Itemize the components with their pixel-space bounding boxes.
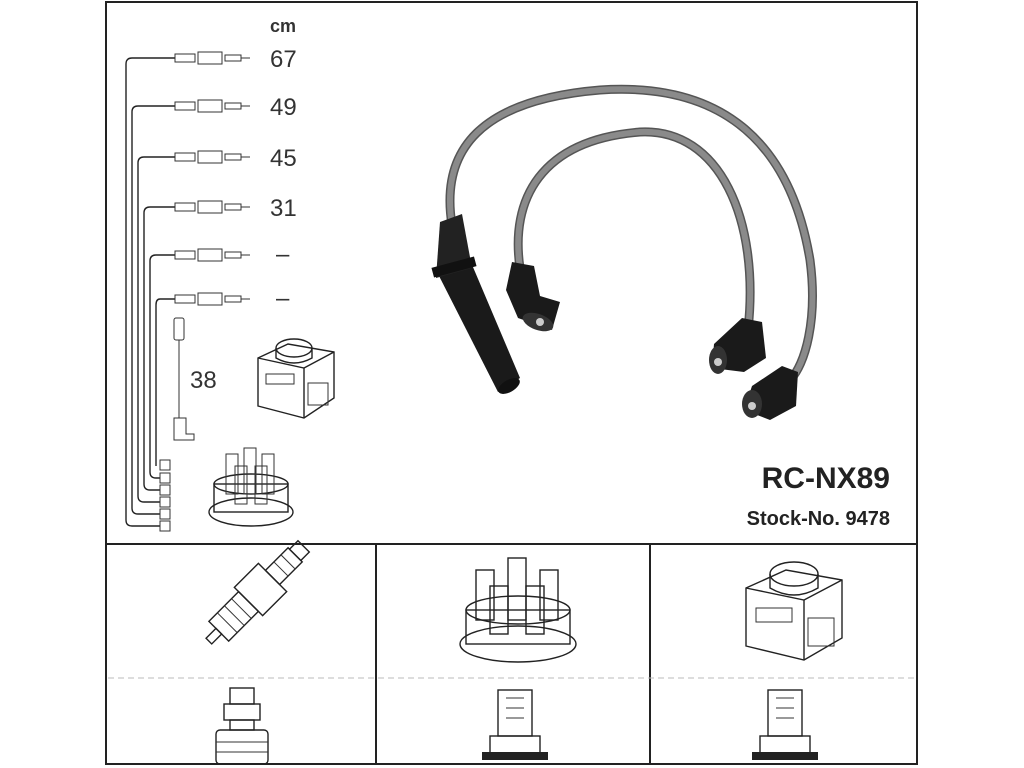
unit-label: cm [270,16,296,36]
coil-connector-icon [752,689,818,760]
cable-row-3: 45 [137,145,297,503]
cable-length-label: 49 [270,94,297,121]
cable-row-2: 49 [131,94,297,515]
cable-length-label: – [276,241,290,268]
cable-length-label: 31 [270,195,297,222]
cable-length-label: – [276,285,290,312]
cable-schematic: 67 49 45 [125,46,297,532]
coil-lead-length-label: 38 [190,367,217,394]
spark-plug-icon [205,539,311,645]
plug-boot-icon [742,366,798,420]
cable-row-connector-icon [174,248,250,262]
cable-set-illustration [431,84,817,420]
cable-row-connector-icon [174,51,250,65]
cable-row-4: 31 [143,195,297,491]
distributor-terminals [159,459,171,532]
distributor-connector-icon [482,689,548,760]
plug-boot-icon [709,318,766,374]
cable-row-connector-icon [174,150,250,164]
plug-connector-icon [215,687,269,765]
cable-row-connector-icon [174,292,250,306]
coil-boot-icon [431,214,520,394]
part-number: RC-NX89 [762,462,890,495]
cable-row-connector-icon [174,200,250,214]
cable-row-6: – [155,285,290,466]
cable-row-5: – [149,241,290,479]
cable-length-label: 45 [270,145,297,172]
stock-number: Stock-No. 9478 [747,508,890,530]
plug-boot-icon [506,262,560,332]
coil-lead: 38 [173,317,217,441]
ignition-coil-icon [745,561,843,661]
cable-row-1: 67 [125,46,297,527]
distributor-cap-icon [208,447,294,527]
sheet-frame [105,1,918,765]
distributor-cap-icon [459,557,577,663]
cable-row-connector-icon [174,99,250,113]
ignition-coil-icon [257,338,335,419]
cable-length-label: 67 [270,46,297,73]
